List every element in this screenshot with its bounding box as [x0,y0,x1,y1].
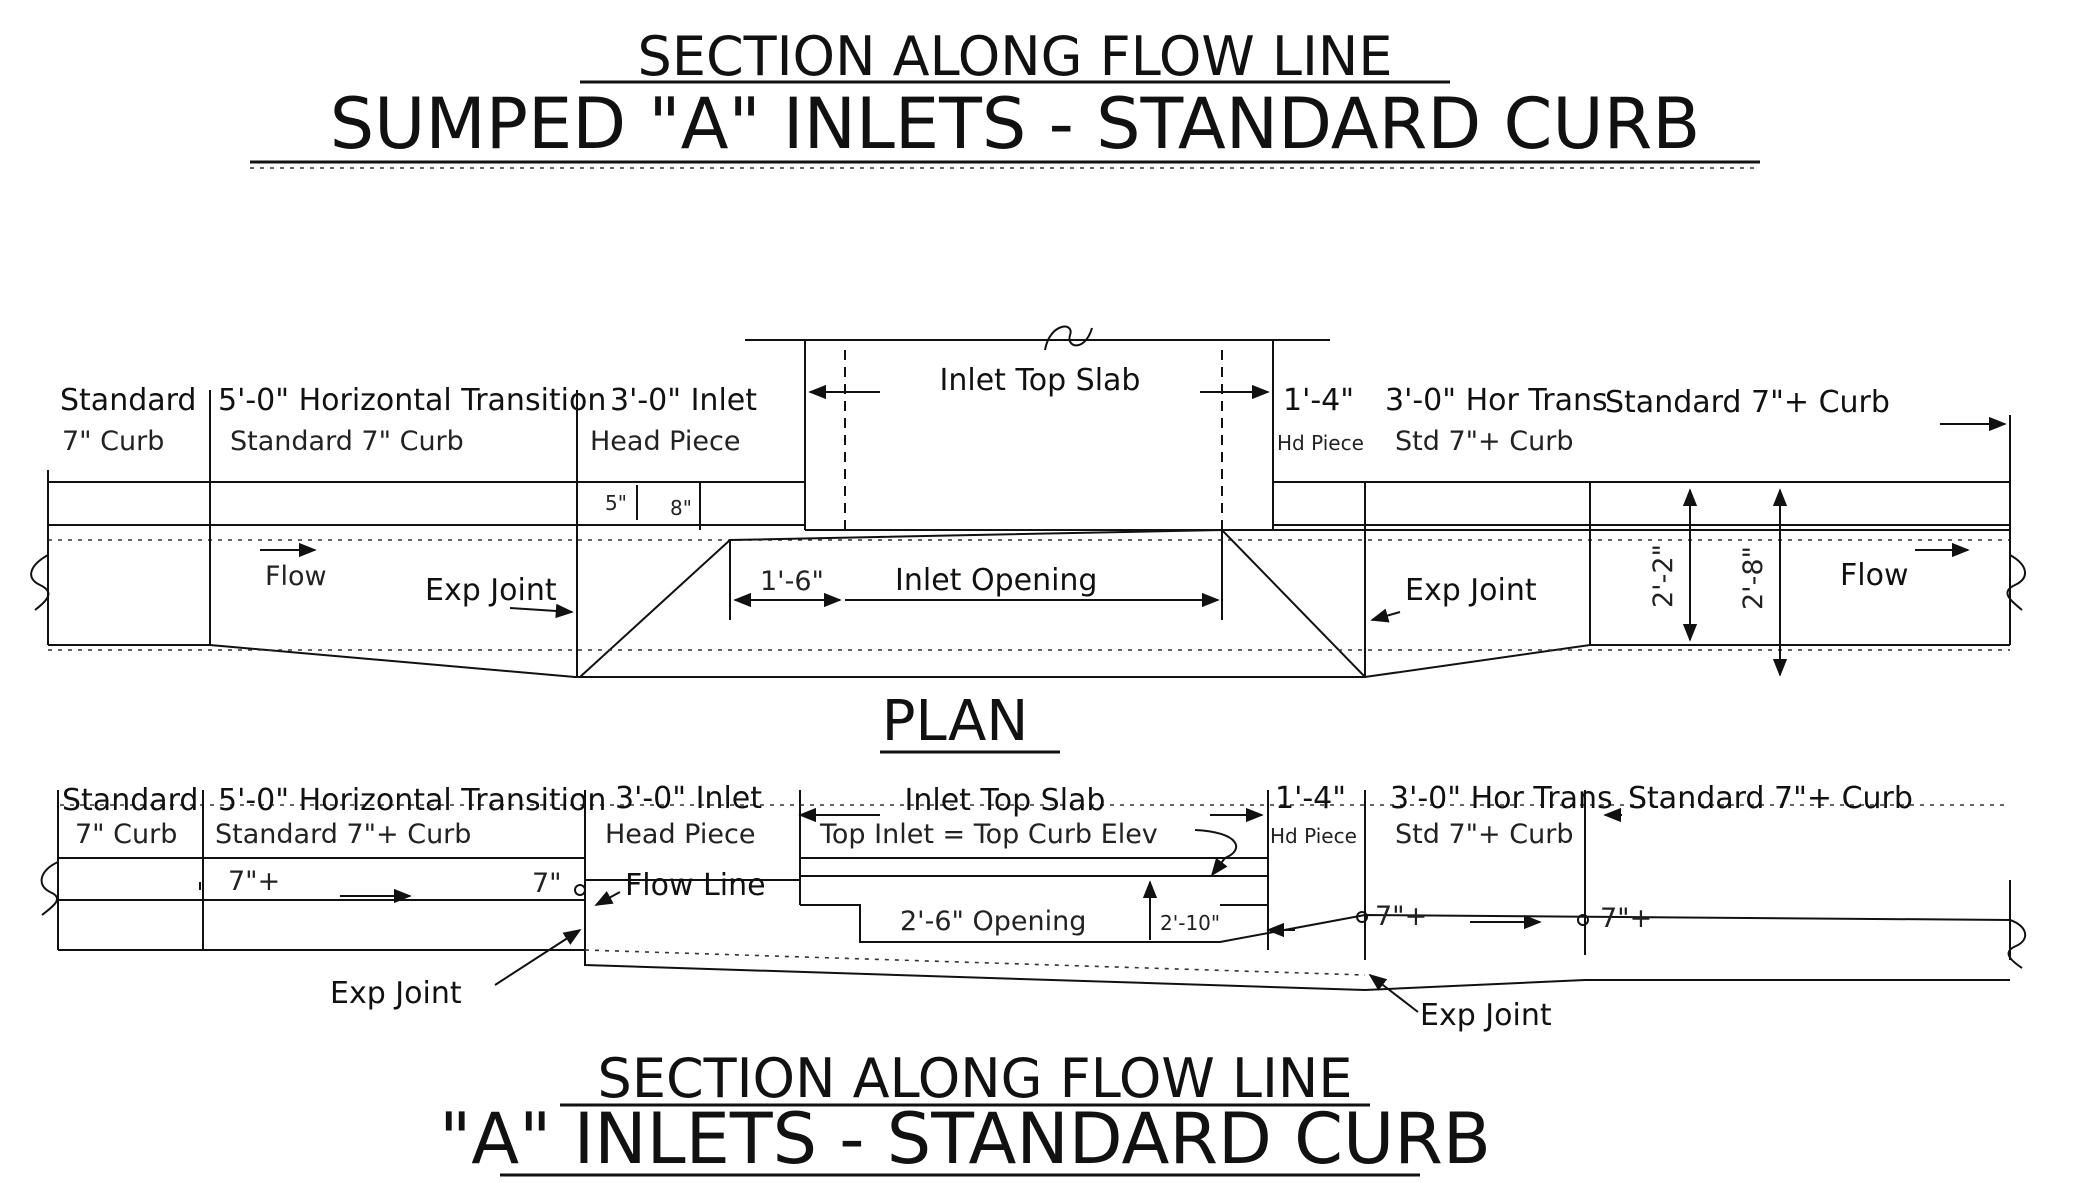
section-standard-right-label: Standard 7"+ Curb [1628,781,1913,816]
section-mark-7-r2: 7"+ [1600,903,1652,934]
plan-horiz-transition-sub: Standard 7" Curb [230,426,464,457]
plan-inlet-head-sub: Head Piece [590,426,740,457]
section-hd-piece-dim: 1'-4" [1275,781,1346,816]
section-dim-2-10: 2'-10" [1160,911,1220,935]
plan-dim-8: 8" [670,496,692,520]
plan-exp-joint-right: Exp Joint [1405,573,1537,608]
section-mark-7-left: 7"+ [228,866,280,897]
bottom-title-line2: "A" INLETS - STANDARD CURB [439,1098,1491,1180]
section-exp-joint-right: Exp Joint [1420,998,1552,1033]
bottom-title-line1: SECTION ALONG FLOW LINE [598,1047,1353,1110]
plan-dim-5: 5" [605,491,627,515]
section-exp-joint-left: Exp Joint [330,976,462,1011]
plan-hor-trans-label: 3'-0" Hor Trans [1385,383,1608,418]
section-view: Standard 7" Curb 5'-0" Horizontal Transi… [40,781,2026,1033]
plan-standard-curb-label: Standard [60,383,196,418]
plan-hor-trans-sub: Std 7"+ Curb [1395,426,1573,457]
plan-dim-2-8: 2'-8" [1738,546,1769,610]
plan-flow-left: Flow [265,561,327,592]
section-horiz-transition-label: 5'-0" Horizontal Transition [218,783,606,818]
plan-exp-joint-left: Exp Joint [425,573,557,608]
section-hd-piece-label: Hd Piece [1270,824,1357,848]
section-top-slab-label: Inlet Top Slab [905,783,1106,818]
section-standard-curb-label: Standard [62,783,198,818]
plan-label: PLAN [882,689,1028,754]
plan-flow-right: Flow [1840,558,1908,593]
section-opening: 2'-6" Opening [900,906,1086,937]
plan-inlet-head-label: 3'-0" Inlet [610,383,757,418]
plan-view: Standard 7" Curb 5'-0" Horizontal Transi… [30,325,2026,679]
top-title-line2: SUMPED "A" INLETS - STANDARD CURB [330,83,1701,165]
section-flow-line: Flow Line [625,868,766,903]
section-inlet-head-label: 3'-0" Inlet [615,781,762,816]
plan-standard-right-label: Standard 7"+ Curb [1605,385,1890,420]
top-title-line1: SECTION ALONG FLOW LINE [638,25,1393,88]
section-hor-trans-label: 3'-0" Hor Trans [1390,781,1613,816]
section-standard-curb-sub: 7" Curb [75,819,177,850]
plan-standard-curb-sub: 7" Curb [62,426,164,457]
plan-dim-2-2: 2'-2" [1648,544,1679,608]
plan-hd-piece-dim: 1'-4" [1283,383,1354,418]
section-mark-7-mid: 7" [532,868,562,899]
section-mark-7-r1: 7"+ [1375,901,1427,932]
plan-top-slab-label: Inlet Top Slab [940,363,1141,398]
plan-dim-1-6: 1'-6" [760,566,824,597]
plan-inlet-opening: Inlet Opening [895,563,1097,598]
section-inlet-head-sub: Head Piece [605,819,755,850]
section-top-slab-note: Top Inlet = Top Curb Elev [819,819,1158,850]
plan-hd-piece-label: Hd Piece [1277,431,1364,455]
plan-horiz-transition-label: 5'-0" Horizontal Transition [218,383,606,418]
section-horiz-transition-sub: Standard 7"+ Curb [215,819,471,850]
section-hor-trans-sub: Std 7"+ Curb [1395,819,1573,850]
